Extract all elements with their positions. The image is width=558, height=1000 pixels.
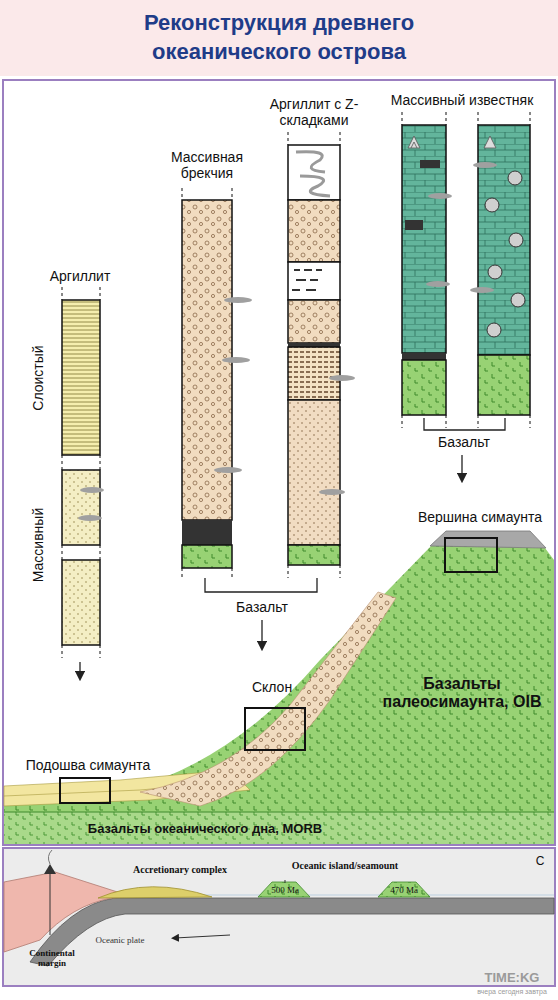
seamount-basalt [4, 545, 554, 812]
rock-label: Базальт [236, 599, 288, 615]
ocean-floor-basalt [4, 812, 554, 844]
tectonic-panel [3, 848, 555, 986]
section-column [182, 188, 252, 580]
feature-label: Continental margin [22, 948, 82, 969]
section-column [288, 132, 355, 578]
facies-label: Слоистый [30, 345, 46, 410]
unit-label: Базальты палеосимаунта, OIB [372, 675, 552, 712]
section-column [402, 112, 452, 428]
location-label: Склон [252, 679, 292, 695]
main-panel [3, 80, 555, 845]
column-label: Аргиллит [50, 268, 111, 284]
column-label: Массивный известняк [391, 92, 534, 108]
title-band [0, 0, 558, 76]
feature-label: Accretionary complex [133, 864, 227, 876]
column-label: Аргиллит с Z-складками [255, 96, 373, 128]
rock-label: Базальт [438, 434, 490, 450]
seamount-symbol [258, 882, 310, 897]
section-column [470, 112, 530, 428]
panel-letter: C [536, 855, 545, 869]
unit-label: Базальты океанического дна, MORB [88, 822, 322, 837]
location-box [245, 708, 305, 750]
location-box [60, 778, 110, 803]
age-label: 470 Ma [390, 885, 418, 895]
watermark: TIME:KG [485, 971, 540, 986]
feature-label: Oceanic island/seamount [292, 860, 398, 872]
summit-limestone-cap [430, 531, 546, 548]
facies-label: Массивный [30, 508, 46, 582]
location-box [445, 538, 497, 572]
title-text: Реконструкция древнего океанического ост… [119, 8, 439, 66]
location-label: Вершина симаунта [418, 509, 542, 525]
oceanic-plate [30, 898, 554, 966]
column-label: Массивная брекчия [157, 149, 257, 181]
section-column [62, 287, 104, 676]
accretionary-wedge [98, 887, 212, 898]
location-label: Подошва симаунта [26, 757, 151, 773]
seamount-symbol [378, 882, 430, 897]
feature-label: Oceanic plate [95, 935, 144, 945]
age-label: 500 Ma [271, 885, 299, 895]
watermark: вчера сегодня завтра [477, 988, 547, 996]
slope-breccia [140, 592, 396, 806]
